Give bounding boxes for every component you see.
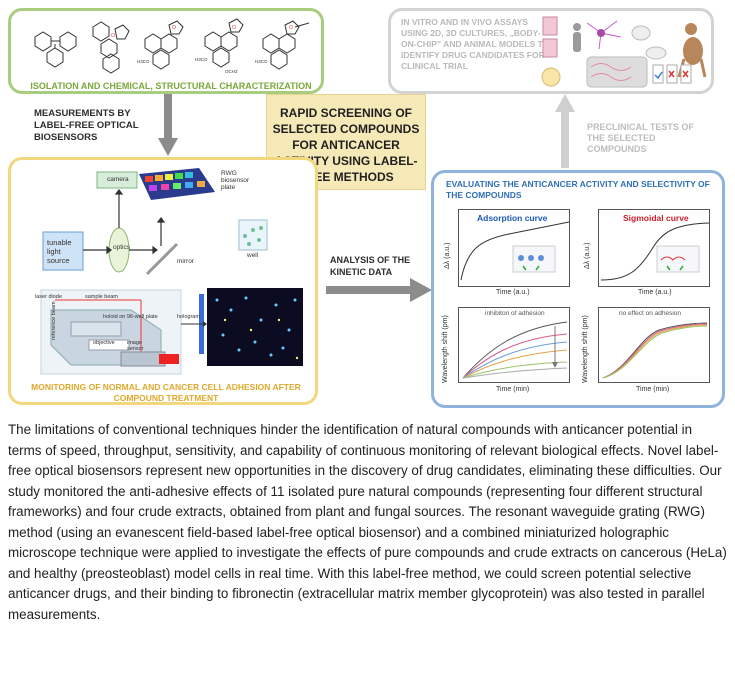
x-label-4: Time (min) [636,386,670,393]
in-vivo-panel: IN VITRO AND IN VIVO ASSAYS USING 2D, 3D… [388,8,714,94]
optics-label: optics [113,244,130,251]
hologram-label: hologram [177,314,200,320]
y-label-3: Wavelength shift (pm) [442,315,449,383]
monitoring-panel: camera RWG biosensor plate tunable light… [8,157,318,405]
evaluation-title: EVALUATING THE ANTICANCER ACTIVITY AND S… [446,179,710,200]
sigmoidal-chart: Sigmoidal curve [598,209,710,287]
abstract-paragraph: The limitations of conventional techniqu… [8,422,727,622]
adsorption-title: Adsorption curve [477,213,548,223]
no-effect-note: no effect on adhesion [619,310,682,317]
measurements-label: MEASUREMENTS BY LABEL-FREE OPTICAL BIOSE… [34,108,139,143]
inhibition-curves-svg [462,321,568,379]
rwg-setup-illustration [40,168,303,375]
svg-text:O: O [232,25,236,31]
svg-text:O: O [289,25,293,31]
tunable-label: tunable light source [47,238,72,265]
x-label-3: Time (min) [496,386,530,393]
svg-text:O: O [172,25,176,31]
y-label-2: Δλ (a.u.) [584,242,591,269]
y-label-1: Δλ (a.u.) [444,242,451,269]
holoid-label: holoid on 96-well plate [103,314,158,320]
right-arrow [326,278,432,302]
chemical-structures: O O O O H3CO H3CO H3CO OCH3 [34,18,310,74]
svg-text:O: O [111,33,115,39]
well-label: well [247,252,259,259]
sigmoidal-curve-svg [600,222,710,281]
isolation-label: ISOLATION AND CHEMICAL, STRUCTURAL CHARA… [30,81,312,91]
adsorption-curve-svg [460,221,570,281]
no-effect-chart: no effect on adhesion [598,307,710,383]
svg-text:H3CO: H3CO [255,59,268,64]
rwg-label: RWG biosensor plate [221,170,250,191]
preclinical-label: PRECLINICAL TESTS OF THE SELECTED COMPOU… [587,122,694,154]
up-arrow [555,94,575,168]
x-label-2: Time (a.u.) [638,289,672,296]
svg-text:OCH3: OCH3 [225,69,238,74]
image-sensor-label: image sensor [127,340,144,352]
sample-beam-label: sample beam [85,294,119,300]
sigmoidal-title: Sigmoidal curve [623,213,689,223]
isolation-panel: O O O O H3CO H3CO H3CO OCH3 ISOLATION AND CHEM… [8,8,324,94]
center-title: RAPID SCREENING OF SELECTED COMPOUNDS FO… [272,106,420,184]
mirror-label: mirror [177,258,194,265]
laser-label: laser diode [35,294,62,300]
down-arrow [158,94,178,156]
camera-label: camera [107,176,129,183]
inhibition-note: inhibiton of adhesion [485,310,545,317]
x-label-1: Time (a.u.) [496,289,530,296]
adsorption-chart: Adsorption curve [458,209,570,287]
evaluation-panel: EVALUATING THE ANTICANCER ACTIVITY AND S… [431,170,725,408]
svg-text:H3CO: H3CO [137,59,150,64]
y-label-4: Wavelength shift (pm) [582,315,589,383]
in-vivo-illustration [541,16,707,88]
monitoring-label: MONITORING OF NORMAL AND CANCER CELL ADH… [31,382,301,403]
in-vivo-text: IN VITRO AND IN VIVO ASSAYS USING 2D, 3D… [401,17,550,71]
svg-text:H3CO: H3CO [195,57,208,62]
analysis-label: ANALYSIS OF THE KINETIC DATA [330,255,411,277]
inhibition-chart: inhibiton of adhesion [458,307,570,383]
no-effect-curves-svg [602,322,708,379]
reference-beam-label: reference beam [51,301,57,340]
objective-label: objective [93,340,115,346]
